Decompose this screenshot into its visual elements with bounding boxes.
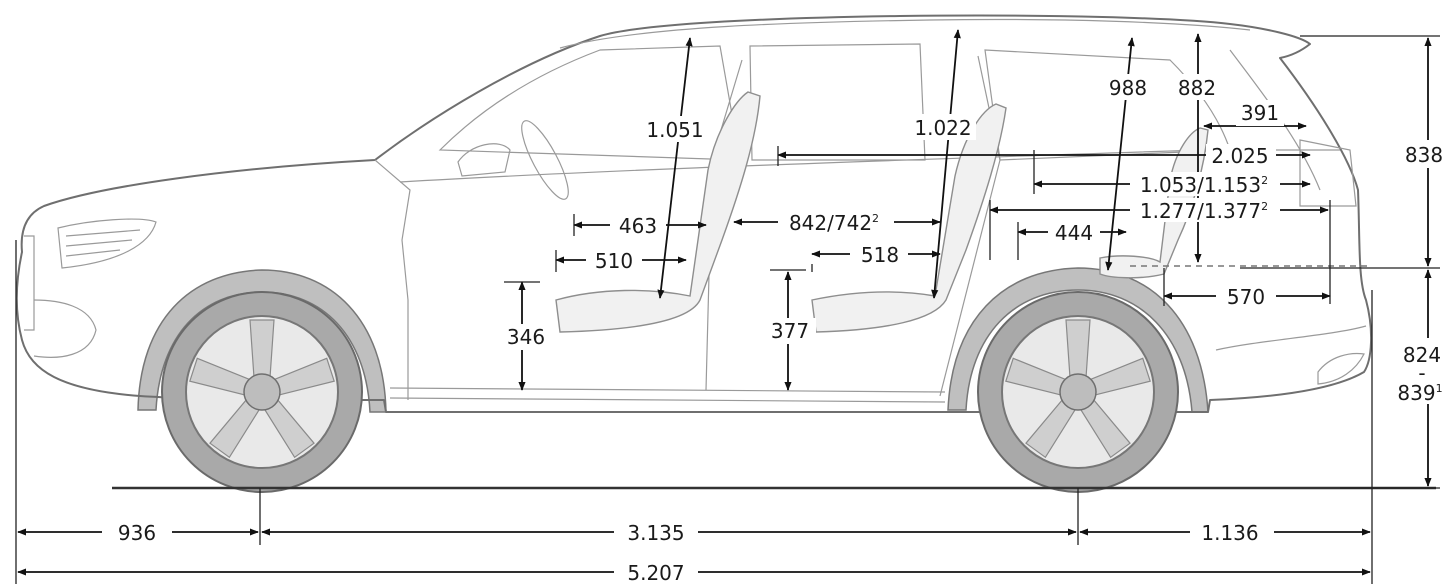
label-wheelbase: 3.135 [627,521,684,545]
label-headroom-row3-a: 988 [1109,76,1147,100]
second-row-seat [811,103,1007,333]
label-cargo-570: 570 [1227,285,1265,309]
label-top-right-height: 838 [1405,143,1443,167]
label-lower-right-height-b: 8391 [1397,381,1442,405]
front-wheel [161,291,363,493]
svg-text:-: - [1418,361,1425,385]
dimension-labels: 5.207 936 3.135 1.136 838 824 - 8391 1.0… [102,74,1450,584]
label-row3-444: 444 [1055,221,1093,245]
front-hub-icon [243,373,281,411]
label-legroom-row2: 842/7422 [789,211,879,235]
label-headroom-row3-b: 882 [1178,76,1216,100]
rear-hub-icon [1059,373,1097,411]
label-overall-length: 5.207 [627,561,684,584]
label-headroom-row1: 1.051 [646,118,703,142]
label-463: 463 [619,214,657,238]
headlight [57,218,157,269]
label-seat-height-row2: 377 [771,319,809,343]
label-cargo-2025: 2.025 [1211,144,1268,168]
label-seat-height-row1: 346 [507,325,545,349]
label-cargo-1277: 1.277/1.3772 [1140,199,1268,223]
label-rear-overhang: 1.136 [1201,521,1258,545]
third-row-seat [1099,127,1209,279]
label-cargo-1053: 1.053/1.1532 [1140,173,1268,197]
label-seat-depth-row2: 518 [861,243,899,267]
extension-lines [15,35,1440,584]
label-rear-391: 391 [1241,101,1279,125]
rear-wheel [977,291,1179,493]
label-lower-right-height-a: 824 [1403,343,1441,367]
side-mirror [457,143,511,177]
label-front-overhang: 936 [118,521,156,545]
label-seat-depth-row1: 510 [595,249,633,273]
steering-wheel [521,120,569,200]
label-headroom-row2: 1.022 [914,116,971,140]
